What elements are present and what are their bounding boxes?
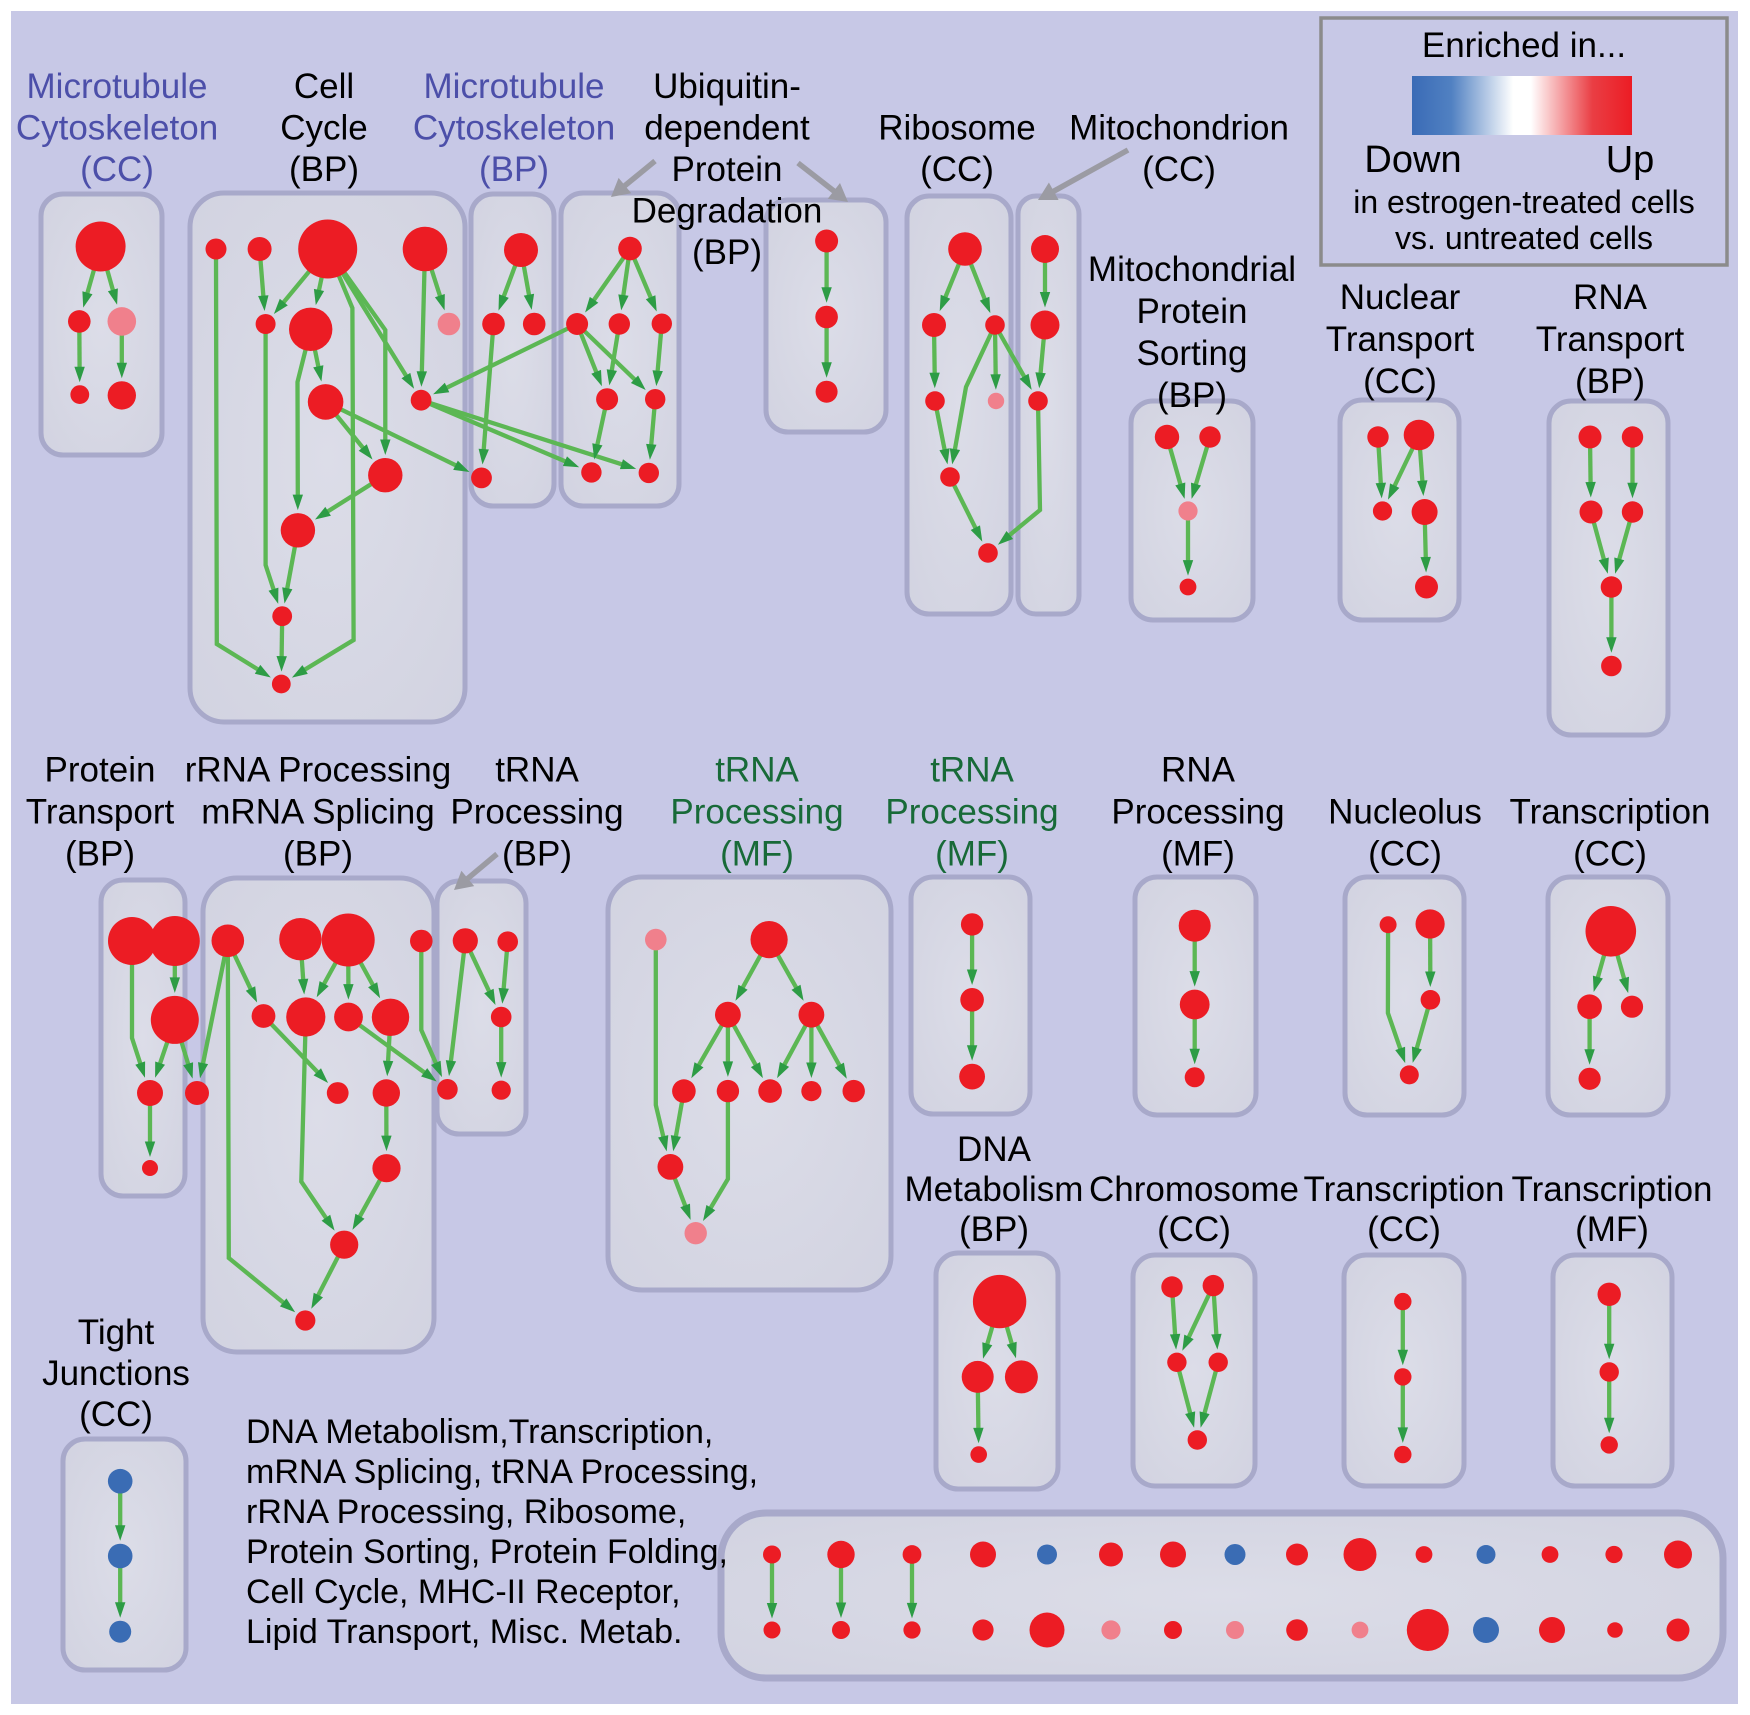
svg-text:tRNA: tRNA bbox=[495, 751, 579, 790]
svg-text:Transcription: Transcription bbox=[1510, 793, 1711, 832]
svg-text:(CC): (CC) bbox=[79, 1395, 153, 1434]
svg-text:(MF): (MF) bbox=[1575, 1210, 1649, 1249]
svg-text:Microtubule: Microtubule bbox=[27, 67, 208, 106]
svg-text:(BP): (BP) bbox=[1575, 362, 1645, 401]
svg-text:Nuclear: Nuclear bbox=[1340, 278, 1461, 317]
svg-text:rRNA Processing: rRNA Processing bbox=[185, 751, 451, 790]
svg-text:Transport: Transport bbox=[1536, 320, 1685, 359]
svg-text:(BP): (BP) bbox=[692, 233, 762, 272]
svg-text:Processing: Processing bbox=[885, 793, 1058, 832]
svg-text:Ubiquitin-: Ubiquitin- bbox=[653, 67, 801, 106]
svg-text:Protein: Protein bbox=[45, 751, 156, 790]
svg-text:(MF): (MF) bbox=[935, 835, 1009, 874]
svg-text:Nucleolus: Nucleolus bbox=[1328, 793, 1482, 832]
svg-text:Cytoskeleton: Cytoskeleton bbox=[413, 109, 615, 148]
svg-text:Transcription: Transcription bbox=[1304, 1170, 1505, 1209]
svg-text:Microtubule: Microtubule bbox=[424, 67, 605, 106]
svg-text:Cytoskeleton: Cytoskeleton bbox=[16, 109, 218, 148]
svg-text:RNA: RNA bbox=[1161, 751, 1236, 790]
svg-text:Transport: Transport bbox=[26, 793, 175, 832]
svg-text:(BP): (BP) bbox=[289, 150, 359, 189]
svg-text:(BP): (BP) bbox=[959, 1210, 1029, 1249]
svg-text:(MF): (MF) bbox=[720, 835, 794, 874]
svg-text:Cell: Cell bbox=[294, 67, 354, 106]
svg-text:(CC): (CC) bbox=[920, 150, 994, 189]
svg-text:Mitochondrial: Mitochondrial bbox=[1088, 250, 1296, 289]
svg-text:Mitochondrion: Mitochondrion bbox=[1069, 109, 1289, 148]
svg-text:tRNA: tRNA bbox=[930, 751, 1014, 790]
svg-text:Up: Up bbox=[1606, 139, 1655, 181]
svg-text:DNA Metabolism,Transcription,: DNA Metabolism,Transcription, bbox=[246, 1413, 713, 1451]
svg-text:(CC): (CC) bbox=[80, 150, 154, 189]
svg-text:RNA: RNA bbox=[1573, 278, 1648, 317]
svg-text:(BP): (BP) bbox=[65, 835, 135, 874]
svg-text:Ribosome: Ribosome bbox=[878, 109, 1036, 148]
svg-text:rRNA Processing, Ribosome,: rRNA Processing, Ribosome, bbox=[246, 1493, 686, 1531]
svg-text:(CC): (CC) bbox=[1157, 1210, 1231, 1249]
svg-text:(CC): (CC) bbox=[1573, 835, 1647, 874]
svg-text:(BP): (BP) bbox=[283, 835, 353, 874]
svg-text:Processing: Processing bbox=[1111, 793, 1284, 832]
svg-text:Processing: Processing bbox=[450, 793, 623, 832]
svg-text:Cycle: Cycle bbox=[280, 109, 368, 148]
svg-text:(MF): (MF) bbox=[1161, 835, 1235, 874]
svg-text:Enriched in...: Enriched in... bbox=[1422, 26, 1626, 65]
svg-text:mRNA Splicing, tRNA Processing: mRNA Splicing, tRNA Processing, bbox=[246, 1453, 758, 1491]
svg-text:Chromosome: Chromosome bbox=[1089, 1170, 1299, 1209]
svg-text:Protein: Protein bbox=[1137, 292, 1248, 331]
svg-text:(BP): (BP) bbox=[1157, 376, 1227, 415]
svg-text:mRNA Splicing: mRNA Splicing bbox=[201, 793, 434, 832]
svg-text:Down: Down bbox=[1364, 139, 1461, 181]
svg-text:(CC): (CC) bbox=[1367, 1210, 1441, 1249]
svg-text:Sorting: Sorting bbox=[1137, 334, 1248, 373]
svg-text:Protein Sorting, Protein Foldi: Protein Sorting, Protein Folding, bbox=[246, 1533, 728, 1571]
svg-text:Metabolism: Metabolism bbox=[905, 1170, 1084, 1209]
svg-text:Transcription: Transcription bbox=[1512, 1170, 1713, 1209]
svg-text:(BP): (BP) bbox=[502, 835, 572, 874]
svg-text:(BP): (BP) bbox=[479, 150, 549, 189]
svg-text:dependent: dependent bbox=[644, 109, 810, 148]
svg-text:Degradation: Degradation bbox=[632, 192, 823, 231]
svg-text:Tight: Tight bbox=[78, 1313, 155, 1352]
svg-text:Processing: Processing bbox=[670, 793, 843, 832]
svg-text:Transport: Transport bbox=[1326, 320, 1475, 359]
svg-text:Lipid Transport, Misc. Metab.: Lipid Transport, Misc. Metab. bbox=[246, 1613, 683, 1651]
svg-text:in estrogen-treated cells: in estrogen-treated cells bbox=[1353, 184, 1695, 220]
svg-text:(CC): (CC) bbox=[1142, 150, 1216, 189]
svg-text:Protein: Protein bbox=[672, 150, 783, 189]
svg-text:DNA: DNA bbox=[957, 1130, 1032, 1169]
svg-text:(CC): (CC) bbox=[1363, 362, 1437, 401]
svg-text:vs. untreated cells: vs. untreated cells bbox=[1395, 220, 1653, 256]
svg-text:(CC): (CC) bbox=[1368, 835, 1442, 874]
svg-text:tRNA: tRNA bbox=[715, 751, 799, 790]
svg-text:Cell Cycle, MHC-II Receptor,: Cell Cycle, MHC-II Receptor, bbox=[246, 1573, 681, 1611]
svg-text:Junctions: Junctions bbox=[42, 1354, 190, 1393]
